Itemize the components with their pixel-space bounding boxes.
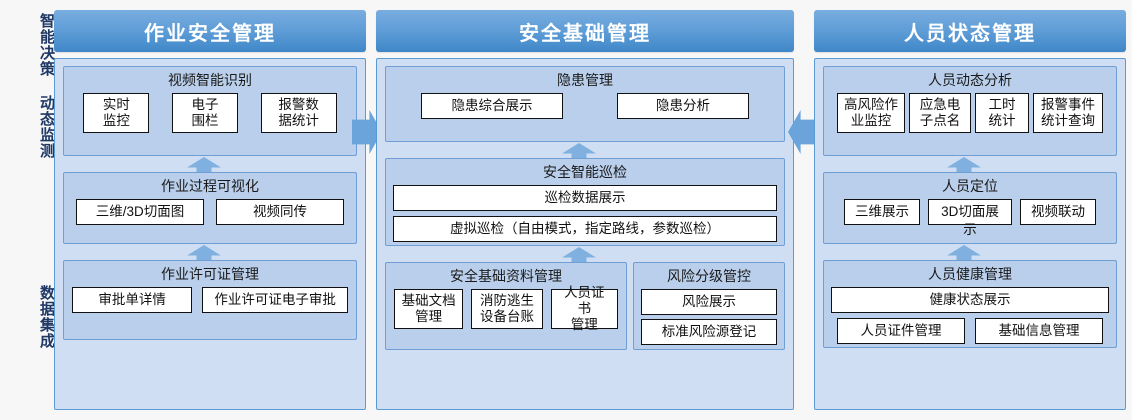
panel-work-permit-management: 作业许可证管理 审批单详情 作业许可证电子审批	[63, 260, 357, 340]
left-label-rail: 智能决策 动态监测 数据集成	[0, 0, 55, 420]
panel-safety-basic-data: 安全基础资料管理 基础文档 管理 消防逃生 设备台账 人员证书 管理	[385, 262, 627, 350]
box-inspection-data-display[interactable]: 巡检数据展示	[393, 185, 777, 211]
box-3d-section-view[interactable]: 三维/3D切面图	[76, 199, 204, 225]
panel-title-hazard-management: 隐患管理	[557, 72, 613, 88]
box-emergency-electronic-roll-call[interactable]: 应急电 子点名	[909, 93, 971, 133]
panel-video-ai-recognition: 视频智能识别 实时 监控 电子 围栏 报警数 据统计	[63, 66, 357, 156]
column-safety-foundation: 安全基础管理 隐患管理 隐患综合展示 隐患分析 安全智能巡检 巡检数据展示 虚拟…	[376, 10, 794, 410]
panel-title-personnel-dynamic-analysis: 人员动态分析	[928, 72, 1012, 88]
box-alarm-data-statistics[interactable]: 报警数 据统计	[260, 93, 337, 133]
rail-label-data-integration: 数据集成	[38, 285, 55, 349]
column-body-personnel-status: 人员动态分析 高风险作 业监控 应急电 子点名 工时 统计 报警事件 统计查询 …	[814, 58, 1126, 410]
box-risk-display[interactable]: 风险展示	[641, 289, 777, 315]
box-health-status-display[interactable]: 健康状态展示	[831, 287, 1109, 313]
box-hazard-overview[interactable]: 隐患综合展示	[421, 93, 563, 119]
column-header-safety-foundation: 安全基础管理	[376, 10, 794, 52]
box-video-linkage[interactable]: 视频联动	[1020, 199, 1096, 225]
panel-title-smart-inspection: 安全智能巡检	[543, 164, 627, 180]
box-standard-risk-source-registration[interactable]: 标准风险源登记	[641, 319, 777, 345]
panel-title-video-ai-recognition: 视频智能识别	[168, 72, 252, 88]
panel-title-personnel-positioning: 人员定位	[942, 178, 998, 194]
box-work-hour-statistics[interactable]: 工时 统计	[975, 93, 1029, 133]
column-body-safety-foundation: 隐患管理 隐患综合展示 隐患分析 安全智能巡检 巡检数据展示 虚拟巡检（自由模式…	[376, 58, 794, 410]
column-operation-safety: 作业安全管理 视频智能识别 实时 监控 电子 围栏 报警数 据统计 作业过程可视…	[54, 10, 366, 410]
panel-personnel-positioning: 人员定位 三维展示 3D切面展示 视频联动	[823, 172, 1117, 244]
box-basic-info-management[interactable]: 基础信息管理	[975, 318, 1103, 344]
panel-smart-inspection: 安全智能巡检 巡检数据展示 虚拟巡检（自由模式，指定路线，参数巡检）	[385, 158, 785, 246]
panel-title-work-permit-management: 作业许可证管理	[161, 266, 259, 282]
box-high-risk-operation-monitoring[interactable]: 高风险作 业监控	[837, 93, 905, 133]
box-3d-section-display[interactable]: 3D切面展示	[928, 199, 1012, 237]
panel-hazard-management: 隐患管理 隐患综合展示 隐患分析	[385, 66, 785, 142]
panel-risk-grading-control: 风险分级管控 风险展示 标准风险源登记	[633, 262, 785, 350]
box-personnel-id-management[interactable]: 人员证件管理	[837, 318, 965, 344]
box-realtime-monitoring[interactable]: 实时 监控	[83, 93, 150, 133]
column-header-personnel-status: 人员状态管理	[814, 10, 1126, 52]
panel-operation-visualization: 作业过程可视化 三维/3D切面图 视频同传	[63, 172, 357, 244]
panel-personnel-dynamic-analysis: 人员动态分析 高风险作 业监控 应急电 子点名 工时 统计 报警事件 统计查询	[823, 66, 1117, 156]
box-basic-document-management[interactable]: 基础文档 管理	[394, 289, 464, 329]
column-header-operation-safety: 作业安全管理	[54, 10, 366, 52]
panel-title-safety-basic-data: 安全基础资料管理	[450, 268, 562, 284]
box-hazard-analysis[interactable]: 隐患分析	[617, 93, 749, 119]
box-3d-display[interactable]: 三维展示	[844, 199, 920, 225]
box-video-sync-transmission[interactable]: 视频同传	[216, 199, 344, 225]
box-fire-escape-equipment-ledger[interactable]: 消防逃生 设备台账	[471, 289, 543, 329]
box-work-permit-e-approval[interactable]: 作业许可证电子审批	[202, 287, 348, 313]
panel-title-operation-visualization: 作业过程可视化	[161, 178, 259, 194]
box-alarm-event-statistics-query[interactable]: 报警事件 统计查询	[1033, 93, 1103, 133]
column-body-operation-safety: 视频智能识别 实时 监控 电子 围栏 报警数 据统计 作业过程可视化 三维/3D…	[54, 58, 366, 410]
panel-personnel-health: 人员健康管理 健康状态展示 人员证件管理 基础信息管理	[823, 260, 1117, 348]
rail-label-intelligent-decision: 智能决策 动态监测	[38, 13, 55, 159]
box-personnel-certificate-management[interactable]: 人员证书 管理	[550, 285, 618, 332]
box-electronic-fence[interactable]: 电子 围栏	[171, 93, 238, 133]
panel-title-personnel-health: 人员健康管理	[928, 266, 1012, 282]
box-approval-form-detail[interactable]: 审批单详情	[72, 287, 193, 313]
box-virtual-inspection[interactable]: 虚拟巡检（自由模式，指定路线，参数巡检）	[393, 216, 777, 242]
panel-title-risk-grading-control: 风险分级管控	[667, 268, 751, 284]
column-personnel-status: 人员状态管理 人员动态分析 高风险作 业监控 应急电 子点名 工时 统计 报警事…	[814, 10, 1126, 410]
